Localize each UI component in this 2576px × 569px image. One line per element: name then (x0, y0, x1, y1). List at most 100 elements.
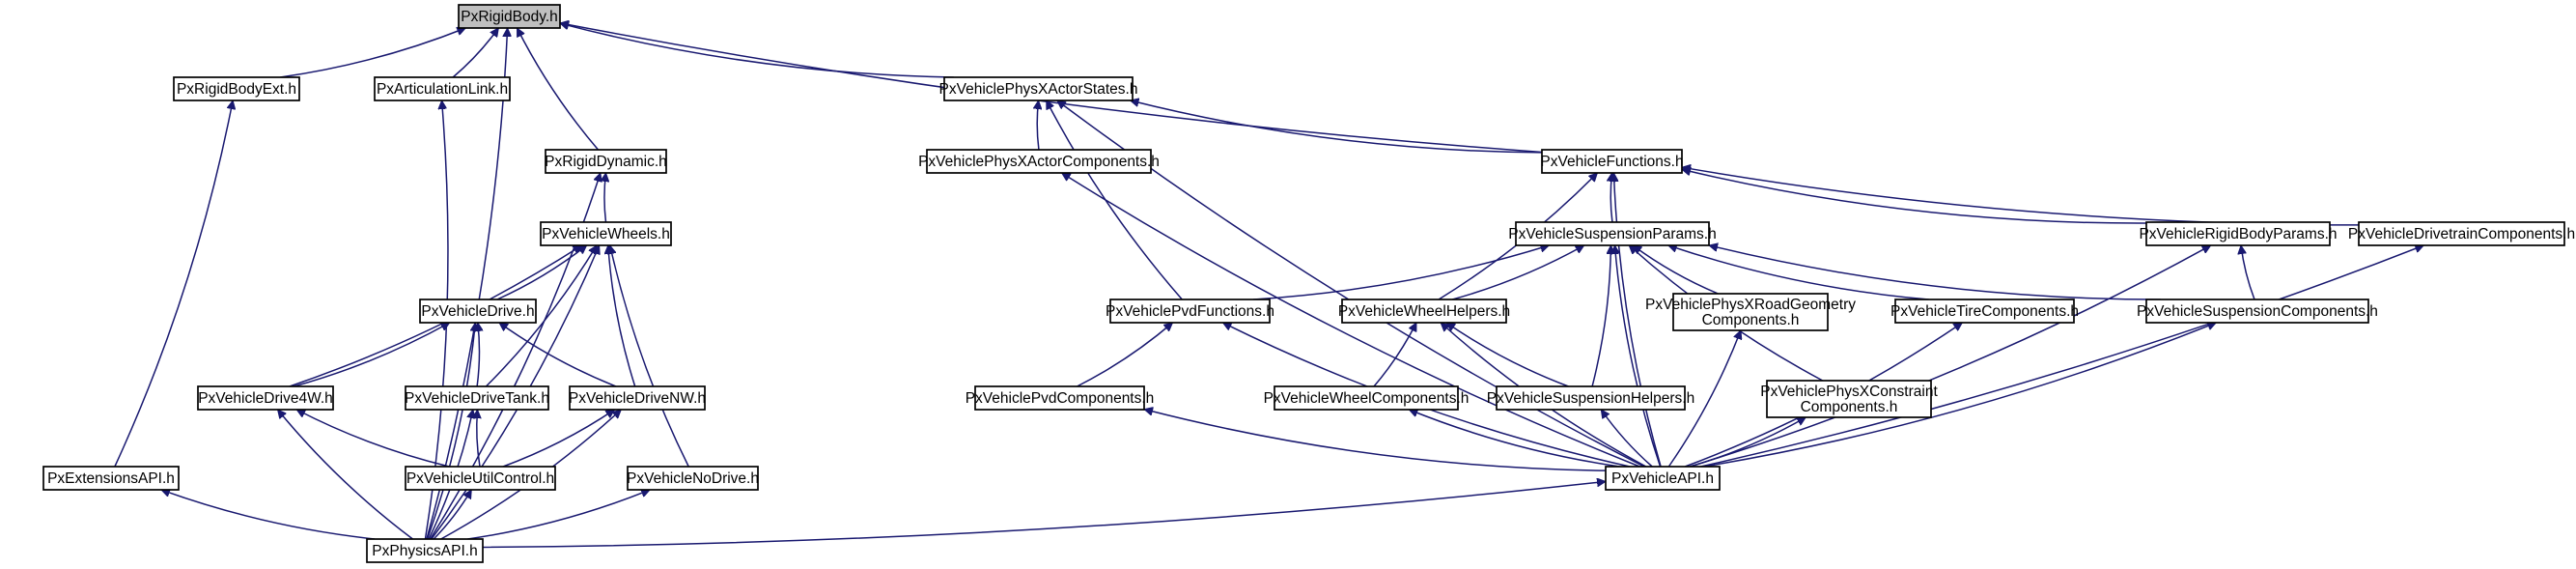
edge-vehicleutilcontrol-to-vehicledrivetank (477, 410, 480, 468)
edge-physicsapi-to-vehicleapi (482, 481, 1606, 549)
node-box (1894, 299, 2075, 324)
node-vehiclenodrive[interactable]: PxVehicleNoDrive.h (627, 466, 759, 491)
node-wheelhelpers[interactable]: PxVehicleWheelHelpers.h (1338, 299, 1510, 324)
node-box (2145, 299, 2369, 324)
node-label: PxRigidBody.h (461, 9, 558, 25)
node-label: PxVehicleWheelComponents.h (1264, 390, 1470, 407)
edge-vehicleapi-to-suspensionparams (1614, 245, 1662, 468)
node-tirecomponents[interactable]: PxVehicleTireComponents.h (1890, 299, 2079, 324)
node-label: PxVehiclePhysXActorComponents.h (918, 154, 1160, 170)
node-vehicledrivetank[interactable]: PxVehicleDriveTank.h (405, 385, 549, 411)
node-physxactorcomponents[interactable]: PxVehiclePhysXActorComponents.h (918, 149, 1160, 174)
edge-wheelhelpers-to-suspensionparams (1452, 244, 1584, 300)
edge-vehicledrivenw-to-vehicledrive (499, 322, 617, 387)
node-rigidbody[interactable]: PxRigidBody.h (458, 4, 561, 29)
node-rigiddynamic[interactable]: PxRigidDynamic.h (545, 149, 667, 174)
edge-suspensionhelpers-to-suspensionparams (1591, 245, 1610, 387)
node-box (1496, 385, 1686, 411)
node-label: PxRigidDynamic.h (545, 154, 667, 170)
node-label: PxVehiclePvdComponents.h (966, 390, 1155, 407)
edge-tirecomponents-to-suspensionparams (1668, 245, 1929, 300)
edge-physicsapi-to-vehicleutilcontrol (433, 490, 472, 540)
node-box (1341, 299, 1507, 324)
node-physicsapi[interactable]: PxPhysicsAPI.h (366, 538, 484, 563)
node-label: PxVehicleTireComponents.h (1890, 303, 2079, 320)
node-label: PxArticulationLink.h (377, 81, 508, 98)
edge-vehicleapi-to-suspensionhelpers (1600, 410, 1653, 468)
edge-vehiclewheels-to-rigiddynamic (604, 173, 606, 223)
edge-pvdcomponents-to-pvdfunctions (1077, 323, 1173, 387)
node-label: PxRigidBodyExt.h (177, 81, 296, 98)
node-box (419, 299, 537, 324)
edge-vehicleapi-to-vehiclefunctions (1613, 173, 1662, 468)
node-label: PxVehicleWheelHelpers.h (1338, 303, 1510, 320)
node-extensionsapi[interactable]: PxExtensionsAPI.h (42, 466, 180, 491)
edge-wheelcomponents-to-wheelhelpers (1373, 323, 1417, 387)
node-label: PxVehicleDrive.h (421, 303, 534, 320)
node-box (926, 149, 1152, 174)
edge-vehicleutilcontrol-to-vehicledrive4w (296, 409, 450, 468)
node-wheelcomponents[interactable]: PxVehicleWheelComponents.h (1264, 385, 1470, 411)
node-box (545, 149, 667, 174)
node-label: PxVehicleNoDrive.h (627, 470, 759, 487)
edge-vehicledrivenw-to-vehiclewheels (608, 245, 636, 387)
node-vehicleapi[interactable]: PxVehicleAPI.h (1605, 466, 1721, 491)
node-physxactorstates[interactable]: PxVehiclePhysXActorStates.h (939, 76, 1138, 101)
node-suspensioncomponents[interactable]: PxVehicleSuspensionComponents.h (2137, 299, 2378, 324)
node-label: PxVehicleDrive4W.h (198, 390, 333, 407)
node-label: PxVehiclePhysXActorStates.h (939, 81, 1138, 98)
edge-extensionsapi-to-rigidbodyext (114, 100, 233, 468)
edge-articulationlink-to-rigidbody (452, 28, 499, 78)
node-label: PxVehicleSuspensionComponents.h (2137, 303, 2378, 320)
node-box (374, 76, 511, 101)
node-pvdcomponents[interactable]: PxVehiclePvdComponents.h (966, 385, 1155, 411)
edge-vehicleapi-to-physxconstraint (1690, 416, 1806, 468)
node-label: PxPhysicsAPI.h (372, 543, 477, 559)
edge-vehicleutilcontrol-to-vehicledrivenw (502, 409, 615, 468)
node-suspensionparams[interactable]: PxVehicleSuspensionParams.h (1508, 221, 1717, 246)
edge-vehicleapi-to-wheelcomponents (1409, 410, 1620, 468)
edge-physicsapi-to-vehicledrive4w (278, 410, 413, 540)
node-suspensionhelpers[interactable]: PxVehicleSuspensionHelpers.h (1487, 385, 1694, 411)
node-vehiclewheels[interactable]: PxVehicleWheels.h (540, 221, 672, 246)
edge-suspensioncomponents-to-rigidbodyparams (2241, 245, 2255, 300)
node-box (569, 385, 706, 411)
node-box (974, 385, 1145, 411)
node-box (1109, 299, 1271, 324)
node-drivetraincomponents[interactable]: PxVehicleDrivetrainComponents.h (2348, 221, 2575, 246)
edge-rigidbodyparams-to-vehiclefunctions (1682, 169, 2147, 224)
node-label: PxVehicleUtilControl.h (406, 470, 554, 487)
node-vehicledrivenw[interactable]: PxVehicleDriveNW.h (569, 385, 706, 411)
node-label: PxVehicleDrivetrainComponents.h (2348, 226, 2575, 242)
node-pvdfunctions[interactable]: PxVehiclePvdFunctions.h (1106, 299, 1274, 324)
node-box (1672, 293, 1829, 331)
edge-vehicleapi-to-drivetraincomponents (1700, 245, 2423, 468)
node-rigidbodyparams[interactable]: PxVehicleRigidBodyParams.h (2139, 221, 2338, 246)
edge-physicsapi-to-vehicledrive (426, 323, 476, 540)
node-vehicleutilcontrol[interactable]: PxVehicleUtilControl.h (405, 466, 556, 491)
edge-physxactorstates-to-rigidbody (560, 23, 954, 78)
node-label: PxVehicleSuspensionHelpers.h (1487, 390, 1694, 407)
node-vehicledrive[interactable]: PxVehicleDrive.h (419, 299, 537, 324)
node-box (405, 385, 549, 411)
edge-vehicleapi-to-rigidbodyparams (1690, 244, 2210, 468)
node-box (1605, 466, 1721, 491)
node-box (197, 385, 334, 411)
edge-physicsapi-to-rigidbody (426, 28, 508, 540)
node-box (540, 221, 672, 246)
node-box (1274, 385, 1459, 411)
edge-vehicleapi-to-physxactorcomponents (1062, 172, 1640, 468)
edge-vehicleapi-to-roadgeometry (1667, 330, 1741, 468)
node-vehiclefunctions[interactable]: PxVehicleFunctions.h (1540, 149, 1684, 174)
node-box (627, 466, 759, 491)
node-rigidbodyext[interactable]: PxRigidBodyExt.h (173, 76, 300, 101)
edge-pvdfunctions-to-suspensionparams (1253, 245, 1549, 300)
edge-suspensioncomponents-to-suspensionparams (1709, 245, 2161, 300)
node-articulationlink[interactable]: PxArticulationLink.h (374, 76, 511, 101)
edge-vehicleapi-to-pvdcomponents (1144, 410, 1607, 471)
node-vehicledrive4w[interactable]: PxVehicleDrive4W.h (197, 385, 334, 411)
